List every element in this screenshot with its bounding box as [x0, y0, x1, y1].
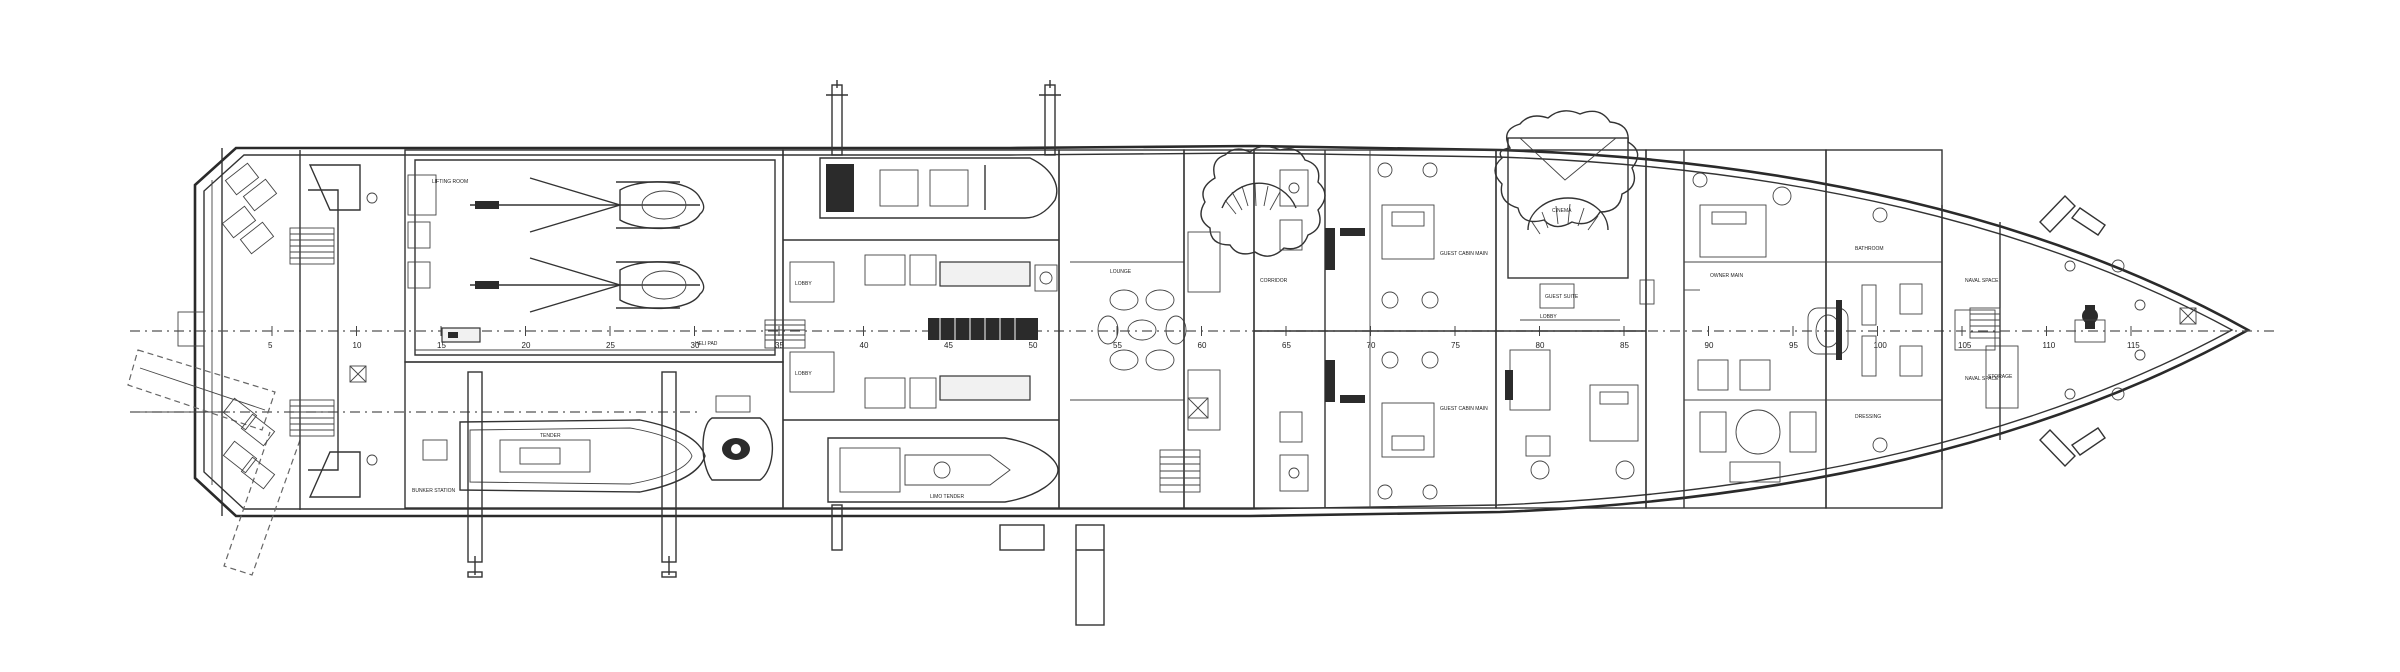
frame-number: 75 [1451, 341, 1460, 350]
frame-number: 35 [775, 341, 784, 350]
frame-scale: 5 10 15 20 25 30 35 40 45 50 55 60 65 70 75 80 85 90 95 100… [268, 326, 2140, 350]
label-bathroom: BATHROOM [1855, 246, 1884, 252]
frame-number: 20 [522, 341, 531, 350]
label-naval-space-upper: NAVAL SPACE [1965, 278, 1999, 284]
label-limo-tender: LIMO TENDER [930, 494, 964, 500]
frame-number: 50 [1029, 341, 1038, 350]
label-dressing: DRESSING [1855, 414, 1881, 420]
frame-number: 40 [860, 341, 869, 350]
frame-number: 95 [1789, 341, 1798, 350]
fore-deck: NAVAL SPACE NAVAL SPACE STORAGE [1941, 195, 2197, 467]
label-cinema: CINEMA [1552, 208, 1572, 214]
frame-number: 30 [691, 341, 700, 350]
frame-number: 105 [1958, 341, 1972, 350]
label-lounge: LOUNGE [1110, 269, 1132, 275]
jet-ski-icon [702, 395, 774, 481]
frame-number: 90 [1705, 341, 1714, 350]
stair-lobby-aft [1159, 145, 1326, 509]
frame-number: 80 [1536, 341, 1545, 350]
label-lobby-lower: LOBBY [795, 371, 812, 377]
frame-number: 25 [606, 341, 615, 350]
label-guest-suite: GUEST SUITE [1545, 294, 1579, 300]
helicopter-icon [470, 257, 705, 313]
owner-bath: BATHROOM DRESSING [1825, 149, 1943, 509]
label-corridor: CORRIDOR [1260, 278, 1288, 284]
frame-number: 110 [2043, 341, 2056, 350]
label-tender: TENDER [540, 433, 561, 439]
label-heli-pad: HELI PAD [695, 341, 718, 347]
aft-sunbeds [221, 162, 278, 490]
aft-stairs [289, 150, 378, 510]
helicopter-icon [470, 177, 705, 233]
frame-number: 115 [2127, 341, 2140, 350]
frame-number: 65 [1282, 341, 1291, 350]
frame-number: 60 [1198, 341, 1207, 350]
label-fwd-lobby: LOBBY [1540, 314, 1557, 320]
owner-suite: OWNER MAIN [1645, 149, 1849, 509]
frame-number: 15 [437, 341, 446, 350]
frame-number: 55 [1113, 341, 1122, 350]
label-naval-space-lower: NAVAL SPACE [1965, 376, 1999, 382]
label-guest-cabin-port: GUEST CABIN MAIN [1440, 251, 1488, 257]
frame-number: 85 [1620, 341, 1629, 350]
limo-tender-icon: LIMO TENDER [827, 437, 1059, 503]
label-bunker-station: BUNKER STATION [412, 488, 456, 494]
label-lobby-upper: LOBBY [795, 281, 812, 287]
label-guest-cabin-stbd: GUEST CABIN MAIN [1440, 406, 1488, 412]
frame-number: 70 [1367, 341, 1376, 350]
hull-outline [193, 144, 2251, 518]
heli-garage: LIFTING ROOM HELI PAD [404, 149, 784, 578]
bathroom-fixtures [1279, 169, 1365, 492]
label-storage: STORAGE [1988, 374, 2013, 380]
label-owner-main: OWNER MAIN [1710, 273, 1743, 279]
tender-bay: LIMO TENDER LOBBY LOBBY [764, 80, 1105, 626]
label-lifting-room: LIFTING ROOM [432, 179, 468, 185]
swim-platform [127, 311, 301, 576]
guest-cabins: GUEST CABIN MAIN GUEST CABIN MAIN CORRID… [1253, 110, 1639, 509]
frame-number: 45 [944, 341, 953, 350]
tender-icon: TENDER [459, 419, 706, 493]
frame-number: 100 [1874, 341, 1888, 350]
rib-icon [819, 157, 1058, 219]
dining-table [1097, 289, 1187, 371]
windlass-icon [2064, 259, 2146, 401]
frame-number: 5 [268, 341, 273, 350]
fwd-guest-block: LOBBY [1495, 149, 1655, 509]
frame-number: 10 [353, 341, 362, 350]
lounge-dining: LOUNGE [1058, 149, 1187, 509]
